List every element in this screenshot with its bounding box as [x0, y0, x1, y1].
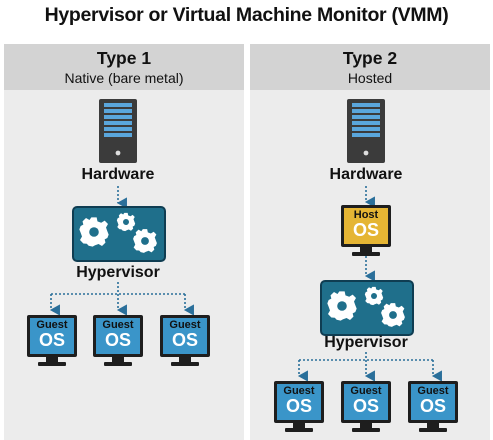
type2-subheading: Hosted — [347, 70, 393, 86]
monitor-icon — [408, 381, 458, 432]
monitor-icon — [160, 315, 210, 366]
type1-hypervisor-label: Hypervisor — [76, 264, 160, 281]
guest-line2: OS — [285, 396, 312, 416]
type2-heading: Type 2 — [342, 48, 398, 68]
diagram-title: Hypervisor or Virtual Machine Monitor (V… — [44, 4, 449, 26]
monitor-icon — [93, 315, 143, 366]
guest-os-monitor: Guest OS — [159, 314, 211, 368]
guest-os-monitor: Guest OS — [26, 314, 78, 368]
guest-line1: Guest — [350, 385, 382, 397]
panel-divider — [246, 44, 248, 440]
guest-line1: Guest — [36, 319, 68, 331]
gears-icon — [320, 280, 414, 336]
type1-hardware-label: Hardware — [81, 166, 155, 183]
monitor-icon — [341, 205, 391, 256]
monitor-icon — [341, 381, 391, 432]
guest-line1: Guest — [169, 319, 201, 331]
guest-line2: OS — [419, 396, 446, 416]
guest-line2: OS — [38, 330, 65, 350]
guest-os-monitor: Guest OS — [407, 380, 459, 434]
guest-line2: OS — [171, 330, 198, 350]
host-os-monitor: Host OS — [340, 204, 392, 258]
guest-line1: Guest — [417, 385, 449, 397]
type1-header: Type 1 Native (bare metal) — [4, 44, 244, 90]
monitor-icon — [27, 315, 77, 366]
host-line1: Host — [353, 209, 379, 221]
type2-hardware-label: Hardware — [329, 166, 403, 183]
guest-line1: Guest — [283, 385, 315, 397]
type1-subheading: Native (bare metal) — [64, 70, 184, 86]
type2-header: Type 2 Hosted — [250, 44, 490, 90]
gears-icon — [72, 206, 166, 262]
guest-os-monitor: Guest OS — [273, 380, 325, 434]
guest-line2: OS — [352, 396, 379, 416]
guest-line2: OS — [104, 330, 131, 350]
guest-line1: Guest — [102, 319, 134, 331]
guest-os-monitor: Guest OS — [340, 380, 392, 434]
monitor-icon — [274, 381, 324, 432]
type2-hypervisor-label: Hypervisor — [324, 334, 408, 351]
host-line2: OS — [352, 220, 379, 240]
guest-os-monitor: Guest OS — [92, 314, 144, 368]
type1-heading: Type 1 — [96, 48, 152, 68]
